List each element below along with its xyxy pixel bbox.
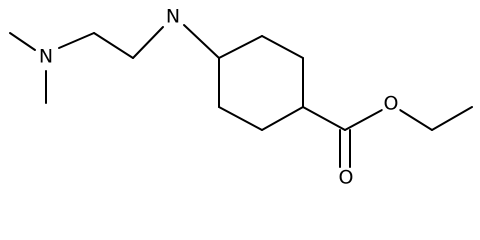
bond-ethylene	[93, 32, 134, 59]
bond-n-ethyl	[58, 32, 95, 49]
bond-ester-o-ethyl	[399, 109, 433, 131]
ring-bond-1	[218, 35, 263, 59]
bond-layer	[9, 24, 473, 168]
ring-bond-4	[261, 106, 304, 131]
ring-bond-2	[261, 35, 304, 59]
atom-oxygen-carbonyl: O	[337, 166, 355, 189]
molecule-diagram: N N O O	[9, 5, 473, 189]
bond-nh-ring	[183, 24, 220, 59]
bond-carbonyl-ester-o	[344, 109, 383, 131]
atom-nitrogen-dimethyl: N	[37, 45, 55, 68]
ring-bond-5	[218, 106, 263, 131]
atom-oxygen-ester: O	[382, 92, 400, 115]
bond-ethylene-nh	[132, 26, 164, 59]
bond-ethyl-methyl	[431, 106, 473, 131]
bond-ring-carbonyl	[302, 106, 346, 131]
atom-nitrogen-amine: N	[164, 5, 182, 28]
bond-methyl1-n	[9, 32, 36, 51]
